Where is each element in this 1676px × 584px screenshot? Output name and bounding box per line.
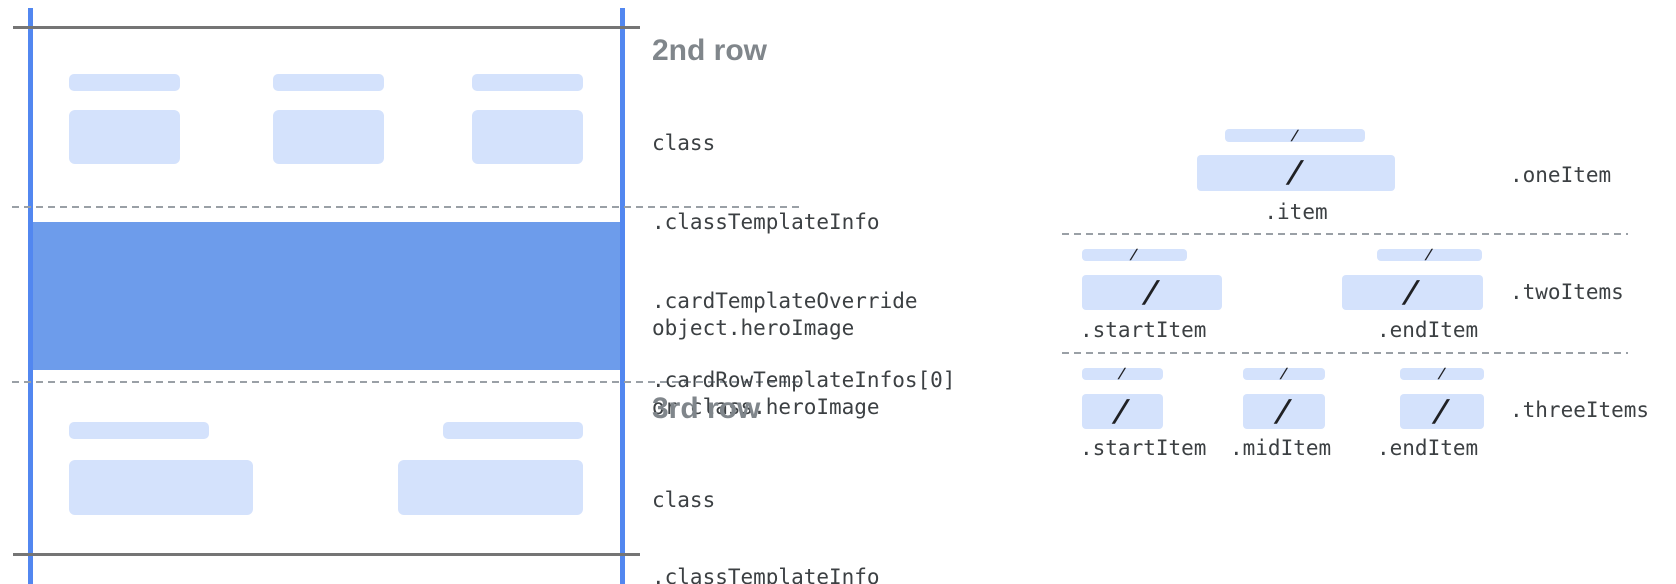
slash-icon: /	[1117, 366, 1128, 382]
code-line: .classTemplateInfo	[652, 210, 880, 234]
item-label: .item	[1264, 200, 1328, 224]
code-line: .cardRowTemplateInfos[0]	[652, 368, 956, 392]
item-title-bar: /	[1243, 366, 1325, 382]
code-line: .classTemplateInfo	[652, 565, 880, 584]
item-title-bar: /	[1377, 247, 1482, 263]
slash-icon: /	[1424, 247, 1435, 263]
row2-item-2-label-bar	[273, 74, 384, 91]
card-left-edge-guide	[28, 8, 33, 584]
slash-icon: /	[1401, 274, 1424, 310]
layout-name-label: .oneItem	[1510, 163, 1612, 187]
row3-code: class .classTemplateInfo .cardTemplateOv…	[652, 438, 955, 584]
slash-icon: /	[1111, 393, 1134, 429]
layout-name-label: .twoItems	[1510, 280, 1624, 304]
row2-heading: 2nd row	[652, 34, 768, 67]
code-line: object.heroImage	[652, 316, 855, 340]
card-top-boundary-line	[13, 26, 640, 29]
item-label: .endItem	[1377, 436, 1479, 460]
row3-item-1-label-bar	[69, 422, 209, 439]
row2-item-3-label-bar	[472, 74, 583, 91]
row2-item-1-value-box	[69, 110, 180, 164]
item-title-bar: /	[1082, 247, 1187, 263]
slash-icon: /	[1289, 127, 1301, 144]
row2-item-3-value-box	[472, 110, 583, 164]
row3-item-2-value-box	[398, 460, 583, 515]
item-value-bar: /	[1197, 155, 1395, 191]
row2-hero-divider	[12, 206, 800, 208]
code-line: class	[652, 488, 716, 512]
item-value-bar: /	[1082, 394, 1163, 429]
item-value-bar: /	[1243, 394, 1325, 429]
hero-row3-divider	[12, 381, 800, 383]
row3-item-1-value-box	[69, 460, 253, 515]
row2-code: class .classTemplateInfo .cardTemplateOv…	[652, 80, 955, 444]
code-line: or class.heroImage	[652, 395, 880, 419]
card-right-edge-guide	[620, 8, 625, 584]
row3-item-2-label-bar	[443, 422, 583, 439]
item-title-bar: /	[1082, 366, 1163, 382]
row3-heading: 3rd row	[652, 392, 761, 425]
slash-icon: /	[1141, 274, 1163, 310]
row2-item-2-value-box	[273, 110, 384, 164]
layout-divider-1	[1062, 233, 1628, 235]
slash-icon: /	[1129, 247, 1140, 263]
item-title-bar: /	[1400, 366, 1484, 382]
code-line: class	[652, 131, 716, 155]
layout-divider-2	[1062, 352, 1628, 354]
item-label: .midItem	[1230, 436, 1332, 460]
hero-image-band	[33, 222, 620, 370]
slash-icon: /	[1273, 393, 1295, 429]
item-value-bar: /	[1082, 275, 1222, 310]
item-label: .startItem	[1080, 436, 1207, 460]
card-bottom-boundary-line	[13, 553, 640, 556]
item-value-bar: /	[1400, 394, 1484, 429]
slash-icon: /	[1285, 155, 1307, 190]
hero-code: object.heroImage or class.heroImage	[652, 265, 880, 471]
layout-name-label: .threeItems	[1510, 398, 1650, 422]
item-title-bar: /	[1225, 127, 1365, 144]
item-value-bar: /	[1342, 275, 1483, 310]
item-label: .startItem	[1080, 318, 1207, 342]
slash-icon: /	[1436, 366, 1448, 382]
item-label: .endItem	[1377, 318, 1479, 342]
row2-item-1-label-bar	[69, 74, 180, 91]
code-line: .cardTemplateOverride	[652, 289, 918, 313]
slash-icon: /	[1431, 393, 1453, 429]
slash-icon: /	[1278, 366, 1290, 382]
